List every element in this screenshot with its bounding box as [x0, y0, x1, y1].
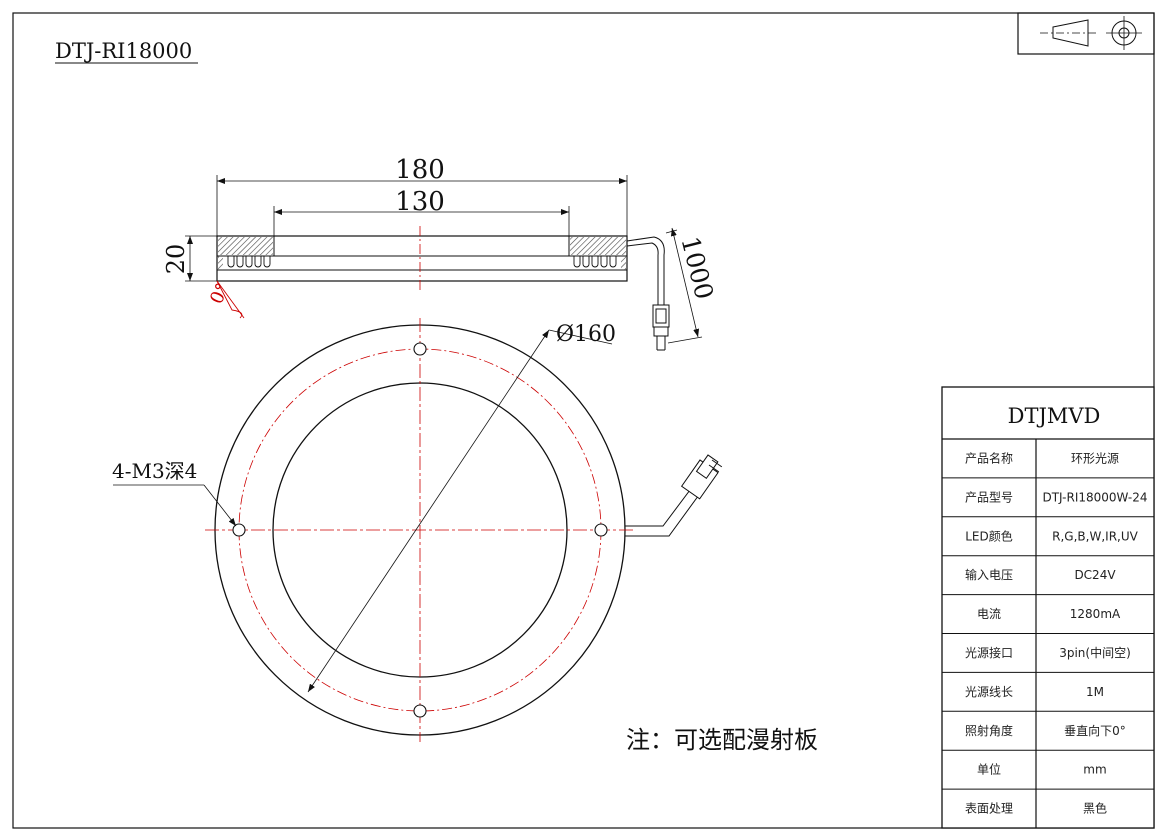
spec-label: 产品名称: [965, 450, 1013, 465]
model-title: DTJ-RI18000: [55, 39, 192, 63]
spec-label: 照射角度: [965, 723, 1013, 738]
hatch-right: [570, 237, 626, 255]
spec-label: 光源线长: [965, 685, 1013, 699]
spec-label: 光源接口: [965, 645, 1013, 660]
spec-value: 3pin(中间空): [1059, 645, 1131, 660]
spec-label: 单位: [977, 762, 1001, 777]
spec-value: 1M: [1086, 685, 1104, 699]
top-view: Ø160 4-M3深4: [112, 318, 723, 742]
led-row-right: [573, 256, 617, 268]
side-body: [216, 235, 628, 282]
dim-inner-width: 130: [395, 187, 445, 217]
mount-hole-top: [413, 342, 427, 356]
dim-line-diameter: [307, 329, 550, 693]
spec-label: LED颜色: [965, 528, 1013, 543]
spec-value: 黑色: [1083, 802, 1107, 816]
note-text: 注：可选配漫射板: [626, 726, 818, 754]
spec-value: DC24V: [1074, 568, 1116, 582]
mount-holes-label: 4-M3深4: [112, 459, 197, 483]
projection-symbol: [1017, 12, 1155, 55]
dim-height: 20: [162, 244, 190, 275]
dim-angle: 0°: [206, 280, 234, 307]
dim-diameter: Ø160: [556, 322, 616, 347]
spec-value: 1280mA: [1070, 607, 1121, 621]
spec-value: R,G,B,W,IR,UV: [1052, 529, 1138, 543]
spec-label: 输入电压: [965, 567, 1013, 582]
mount-hole-left: [232, 523, 246, 537]
side-cable: [626, 236, 670, 351]
spec-value: DTJ-RI18000W-24: [1042, 490, 1147, 504]
angle-annotation: 0°: [206, 280, 245, 319]
spec-label: 电流: [977, 607, 1001, 621]
spec-value: mm: [1083, 763, 1106, 777]
spec-value: 环形光源: [1071, 451, 1119, 465]
mount-hole-bottom: [413, 704, 427, 718]
led-row-left: [227, 256, 271, 268]
dim-line-1000: [670, 227, 700, 338]
mount-hole-right: [594, 523, 608, 537]
spec-value: 垂直向下0°: [1064, 723, 1126, 738]
dim-outer-width: 180: [395, 155, 445, 185]
top-cable: [625, 454, 723, 537]
spec-label: 产品型号: [965, 490, 1013, 504]
brand-name: DTJMVD: [1008, 404, 1101, 428]
spec-label: 表面处理: [965, 802, 1013, 816]
side-view: 180 130: [162, 155, 719, 351]
dim-cable-length: 1000: [675, 234, 719, 303]
hatch-left: [218, 237, 273, 255]
